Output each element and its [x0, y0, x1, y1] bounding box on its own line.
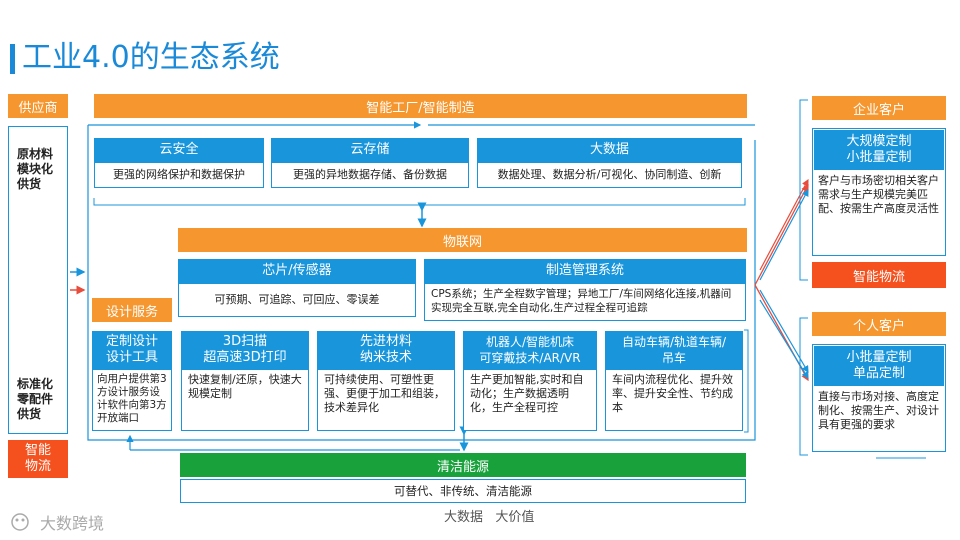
mfg-mgmt-title: 制造管理系统	[424, 259, 746, 283]
small-custom-desc: 直接与市场对接、高度定制化、按需生产、对设计具有更强的要求	[818, 390, 939, 431]
cloud-storage-desc: 更强的异地数据存储、备份数据	[271, 162, 469, 188]
material-desc: 可持续使用、可塑性更强、更便于加工和组装，技术差异化	[317, 369, 455, 431]
clean-energy-desc: 可替代、非传统、清洁能源	[180, 479, 746, 503]
lower-group-brace	[744, 329, 749, 433]
supply-group-1: 原材料 模块化 供货	[17, 147, 54, 191]
to-enterprise-red	[754, 183, 809, 286]
iot-banner: 物联网	[178, 228, 747, 252]
to-individual-blue-2	[759, 299, 809, 380]
material-title: 先进材料 纳米技术	[317, 331, 455, 369]
big-data-desc: 数据处理、数据分析/可视化、协同制造、创新	[477, 162, 742, 188]
smart-factory-banner: 智能工厂/智能制造	[94, 94, 747, 118]
title-accent-bar	[10, 44, 15, 74]
clean-energy-title: 清洁能源	[180, 453, 746, 477]
robot-title: 机器人/智能机床 可穿戴技术/AR/VR	[463, 331, 597, 369]
right-smart-logistics: 智能物流	[812, 262, 946, 288]
brand-logo-text: 大数跨境	[40, 514, 105, 533]
main-loop-line	[87, 125, 756, 441]
vehicle-title: 自动车辆/轨道车辆/ 吊车	[605, 331, 743, 369]
scan3d-title: 3D扫描 超高速3D打印	[181, 331, 309, 369]
chip-sensor-desc: 可预期、可追踪、可回应、零误差	[178, 283, 416, 317]
cloud-storage-title: 云存储	[271, 138, 469, 162]
brand-logo: 大数跨境	[8, 510, 104, 534]
brand-logo-icon	[11, 513, 29, 531]
supply-group-2: 标准化 零配件 供货	[17, 377, 54, 421]
scan3d-desc: 快速复制/还原，快速大规模定制	[181, 369, 309, 431]
enterprise-bracket	[799, 99, 808, 281]
chip-sensor-title: 芯片/传感器	[178, 259, 416, 283]
enterprise-panel	[812, 128, 946, 256]
individual-panel	[812, 344, 946, 452]
footer-slogan: 大数据 大价值	[444, 510, 535, 525]
small-custom-title: 小批量定制 单品定制	[814, 346, 944, 386]
large-custom-title: 大规模定制 小批量定制	[814, 130, 944, 170]
vehicle-desc: 车间内流程优化、提升效率、提升安全性、节约成本	[605, 369, 743, 431]
enterprise-client-label: 企业客户	[812, 96, 946, 120]
individual-bracket	[799, 317, 808, 456]
large-custom-desc: 客户与市场密切相关客户需求与生产规模完美匹配、按需生产高度灵活性	[818, 174, 939, 215]
cloud-security-title: 云安全	[94, 138, 264, 162]
custom-design-title: 定制设计 设计工具	[92, 331, 172, 369]
big-data-title: 大数据	[477, 138, 742, 162]
robot-desc: 生产更加智能,实时和自动化；生产数据透明化，生产全程可控	[463, 369, 597, 431]
page-title: 工业4.0的生态系统	[22, 40, 280, 75]
to-individual-blue	[759, 289, 809, 374]
supplier-label: 供应商	[8, 94, 68, 118]
supplier-panel: 原材料 模块化 供货 标准化 零配件 供货	[8, 126, 68, 434]
to-enterprise-blue	[759, 188, 809, 281]
individual-client-label: 个人客户	[812, 312, 946, 336]
cloud-security-desc: 更强的网络保护和数据保护	[94, 162, 264, 188]
cloud-group-brace	[93, 198, 746, 206]
custom-design-desc: 向用户提供第3方设计服务设计软件向第3方开放端口	[92, 369, 172, 431]
left-smart-logistics: 智能 物流	[8, 440, 68, 478]
mfg-mgmt-desc: CPS系统；生产全程数字管理；异地工厂/车间网络化连接,机器间实现完全互联,完全…	[424, 283, 746, 321]
to-enterprise-red-2	[759, 178, 809, 271]
design-service-label: 设计服务	[92, 298, 172, 322]
